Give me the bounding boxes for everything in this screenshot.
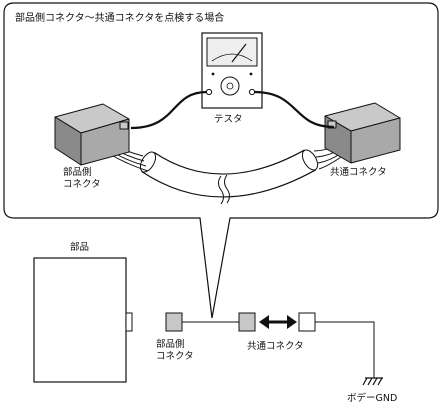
tester-terminal-left xyxy=(205,88,213,96)
component-terminal xyxy=(125,312,133,332)
tester-lead-right xyxy=(253,90,335,129)
ground-symbol-icon xyxy=(362,377,383,386)
tester-label: テスタ xyxy=(214,114,243,125)
callout-component-connector-label-1: 部品側 xyxy=(63,166,92,178)
common-connector-block xyxy=(324,102,401,164)
callout-component-connector-label-2: コネクタ xyxy=(63,179,101,190)
ground-wire xyxy=(315,321,375,378)
component-side-connector xyxy=(165,312,183,332)
common-connector-female xyxy=(238,312,256,332)
component-box xyxy=(33,257,127,383)
component-connector-label-1: 部品側 xyxy=(156,338,185,350)
component-connector-label-2: コネクタ xyxy=(156,351,194,362)
body-ground-label: ボデーGND xyxy=(347,392,397,404)
callout-bubble xyxy=(3,2,439,319)
component-side-connector-block xyxy=(54,103,130,166)
callout-common-connector-label: 共通コネクタ xyxy=(330,167,387,178)
common-connector-label: 共通コネクタ xyxy=(247,341,304,352)
tester-lead-left xyxy=(130,90,208,130)
component-label: 部品 xyxy=(70,241,89,253)
double-arrow-icon xyxy=(259,315,297,329)
common-connector-male xyxy=(298,312,316,332)
tester-meter xyxy=(201,32,263,109)
wire-harness xyxy=(139,149,319,205)
tester-terminal-right xyxy=(248,88,256,96)
callout-title: 部品側コネクタ～共通コネクタを点検する場合 xyxy=(15,11,224,24)
